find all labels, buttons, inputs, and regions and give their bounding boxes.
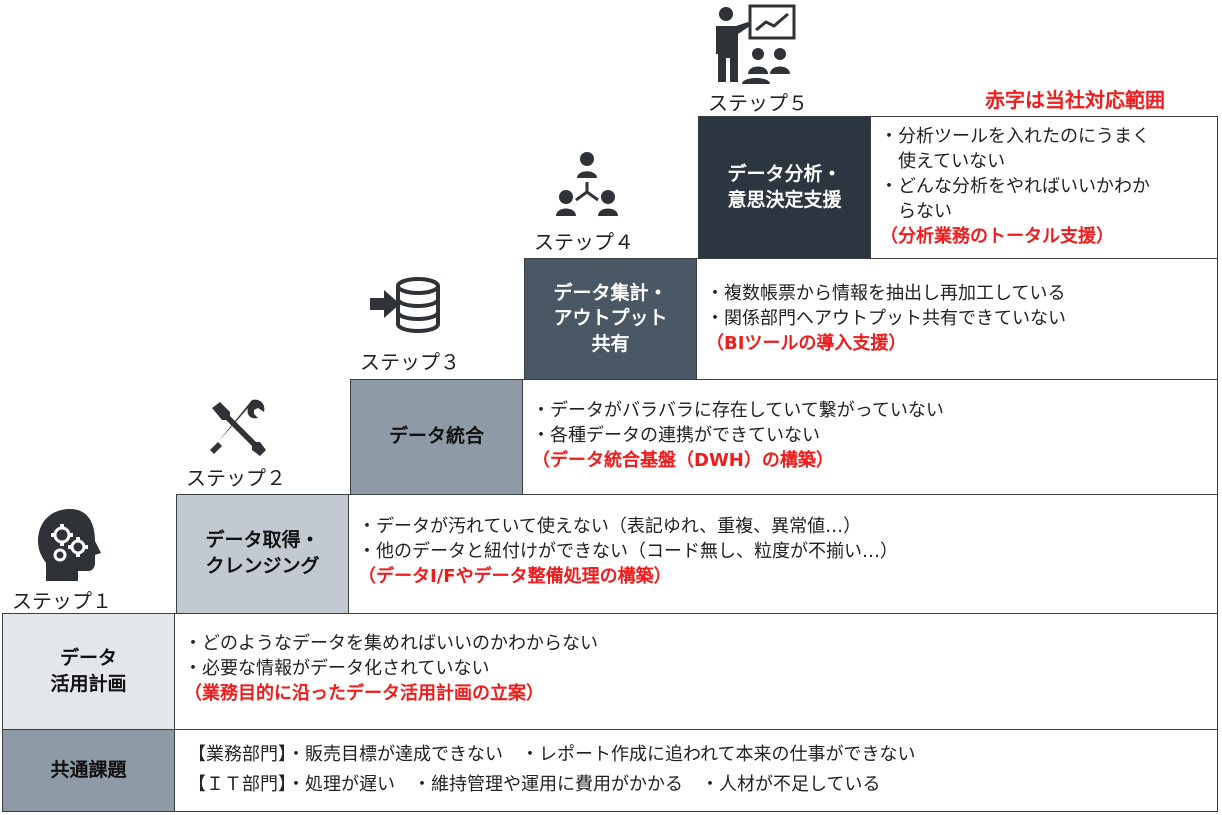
bullet: ・複数帳票から情報を抽出し再加工している: [706, 283, 1066, 304]
bullet-cont: らない: [880, 201, 952, 222]
support-text: （業務目的に沿ったデータ活用計画の立案）: [184, 683, 544, 704]
head-gears-icon: [38, 509, 101, 581]
support-text: （データ統合基盤（DWH）の構築）: [532, 450, 834, 471]
step4-title: データ集計・アウトプット共有: [525, 259, 697, 379]
presentation-icon: [716, 4, 796, 84]
bullet: ・関係部門へアウトプット共有できていない: [706, 308, 1066, 329]
step5-label: ステップ５: [708, 91, 808, 115]
bullet: ・必要な情報がデータ化されていない: [184, 658, 490, 679]
common-row: [2, 729, 1218, 812]
tools-icon: [210, 399, 266, 456]
database-import-icon: [370, 277, 440, 334]
support-text: （BIツールの導入支援）: [706, 333, 907, 354]
support-text: （データI/Fやデータ整備処理の構築）: [358, 566, 672, 587]
step5-title: データ分析・意思決定支援: [699, 117, 871, 258]
step1-title: データ活用計画: [3, 614, 175, 729]
bullet: ・分析ツールを入れたのにうまく: [880, 126, 1150, 147]
step3-description: ・データがバラバラに存在していて繋がっていない ・各種データの連携ができていない…: [532, 398, 944, 473]
step3-label: ステップ３: [360, 350, 460, 374]
common-line-business: 【業務部門】・販売目標が達成できない ・レポート作成に追われて本来の仕事ができな…: [188, 744, 916, 765]
step2-label: ステップ２: [186, 466, 286, 490]
common-line-it: 【ＩＴ部門】・処理が遅い ・維持管理や運用に費用がかかる ・人材が不足している: [188, 774, 881, 795]
step4-description: ・複数帳票から情報を抽出し再加工している ・関係部門へアウトプット共有できていな…: [706, 281, 1066, 356]
step1-row: [2, 613, 1218, 730]
bullet-cont: 使えていない: [880, 151, 1006, 172]
bullet: ・各種データの連携ができていない: [532, 425, 820, 446]
bullet: ・他のデータと紐付けができない（コード無し、粒度が不揃い…）: [358, 541, 898, 562]
step2-title: データ取得・クレンジング: [177, 495, 349, 613]
step1-description: ・どのようなデータを集めればいいのかわからない ・必要な情報がデータ化されていな…: [184, 631, 598, 706]
scope-note: 赤字は当社対応範囲: [985, 88, 1165, 112]
step1-label: ステップ１: [12, 589, 112, 613]
support-text: （分析業務のトータル支援）: [880, 226, 1114, 247]
bullet: ・どのようなデータを集めればいいのかわからない: [184, 633, 598, 654]
step3-title: データ統合: [351, 380, 523, 494]
common-title: 共通課題: [3, 730, 175, 811]
step2-row: [176, 494, 1218, 614]
step5-description: ・分析ツールを入れたのにうまく 使えていない ・どんな分析をやればいいかわか ら…: [880, 124, 1150, 249]
common-description: 【業務部門】・販売目標が達成できない ・レポート作成に追われて本来の仕事ができな…: [188, 740, 916, 800]
step4-label: ステップ４: [534, 230, 634, 254]
people-share-icon: [556, 152, 618, 216]
step2-description: ・データが汚れていて使えない（表記ゆれ、重複、異常値…） ・他のデータと紐付けが…: [358, 514, 898, 589]
bullet: ・どんな分析をやればいいかわか: [880, 176, 1150, 197]
bullet: ・データがバラバラに存在していて繋がっていない: [532, 400, 944, 421]
bullet: ・データが汚れていて使えない（表記ゆれ、重複、異常値…）: [358, 516, 862, 537]
